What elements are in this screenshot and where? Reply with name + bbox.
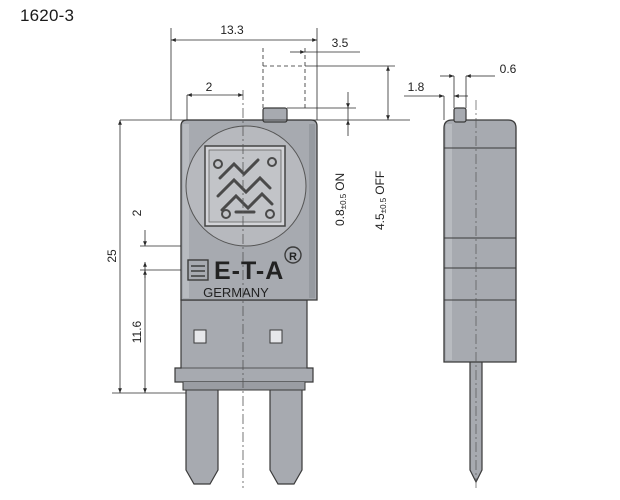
front-window-left <box>193 329 207 344</box>
svg-text:0.8±0.5ON: 0.8±0.5ON <box>333 173 348 226</box>
dimension-lines <box>112 28 495 394</box>
front-push-button <box>262 107 288 123</box>
front-pin-left <box>185 387 219 485</box>
dim-button-width: 2 <box>206 80 213 94</box>
dim-button-offset: 3.5 <box>332 36 349 50</box>
dim-gap: 2 <box>130 209 144 216</box>
registered-mark: R <box>284 246 302 264</box>
side-view <box>443 100 517 488</box>
dim-travel-off: 4.5±0.5OFF <box>373 171 388 230</box>
dim-pin-offset: 11.6 <box>130 320 144 343</box>
part-number: 1620-3 <box>20 6 75 25</box>
dim-overall-width: 13.3 <box>220 23 244 37</box>
side-housing <box>443 119 517 363</box>
dim-overall-height: 25 <box>105 249 119 263</box>
country-label: GERMANY <box>203 285 269 300</box>
eta-small-logo-icon <box>187 259 209 281</box>
side-push-button <box>453 107 467 123</box>
front-pin-right <box>269 387 303 485</box>
dim-side-button: 0.6 <box>500 62 517 76</box>
svg-text:4.5±0.5OFF: 4.5±0.5OFF <box>373 171 388 230</box>
eta-logo-emblem <box>204 145 286 227</box>
front-view: E-T-A R GERMANY <box>174 90 318 488</box>
dim-travel-on: 0.8±0.5ON <box>333 173 348 226</box>
dim-side-thickness: 1.8 <box>408 80 425 94</box>
svg-text:R: R <box>289 251 297 263</box>
brand-name: E-T-A <box>214 257 284 285</box>
front-window-right <box>269 329 283 344</box>
